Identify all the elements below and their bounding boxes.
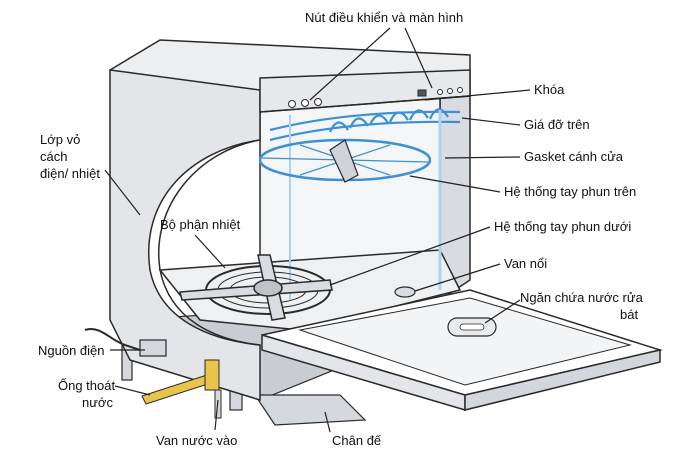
label-insulation-line2: cách xyxy=(40,149,68,164)
label-door-gasket: Gasket cánh cửa xyxy=(524,149,624,164)
label-base: Chân đế xyxy=(332,433,382,448)
upper-spray-arm xyxy=(258,138,432,183)
inlet-valve xyxy=(204,359,222,419)
label-inlet-valve: Van nước vào xyxy=(156,433,238,448)
drain-pipe xyxy=(141,373,215,405)
label-controls: Nút điều khiển và màn hình xyxy=(305,10,464,25)
label-drain-line2: nước xyxy=(82,395,113,410)
label-detergent-line1: Ngăn chứa nước rửa xyxy=(520,290,643,305)
label-drain-line1: Ống thoát xyxy=(58,378,116,393)
open-door xyxy=(261,289,663,412)
label-detergent-line2: bát xyxy=(620,307,639,322)
label-insulation-line1: Lớp vỏ xyxy=(40,132,81,147)
float-valve xyxy=(394,286,416,298)
control-buttons xyxy=(288,87,463,108)
power-supply xyxy=(84,328,167,357)
label-lower-spray-arm: Hệ thống tay phun dưới xyxy=(494,219,632,234)
label-power-supply: Nguồn điện xyxy=(38,343,105,358)
detergent-dispenser xyxy=(447,317,497,337)
label-upper-rack: Giá đỡ trên xyxy=(524,117,590,132)
label-insulation-line3: điện/ nhiệt xyxy=(40,166,100,181)
leader-lines xyxy=(104,27,531,433)
label-upper-spray-arm: Hệ thống tay phun trên xyxy=(504,184,637,199)
label-heating-element: Bộ phận nhiệt xyxy=(160,217,241,232)
label-lock: Khóa xyxy=(534,82,565,97)
lower-spray-arm xyxy=(179,254,333,321)
label-float-valve: Van nổi xyxy=(504,256,548,271)
